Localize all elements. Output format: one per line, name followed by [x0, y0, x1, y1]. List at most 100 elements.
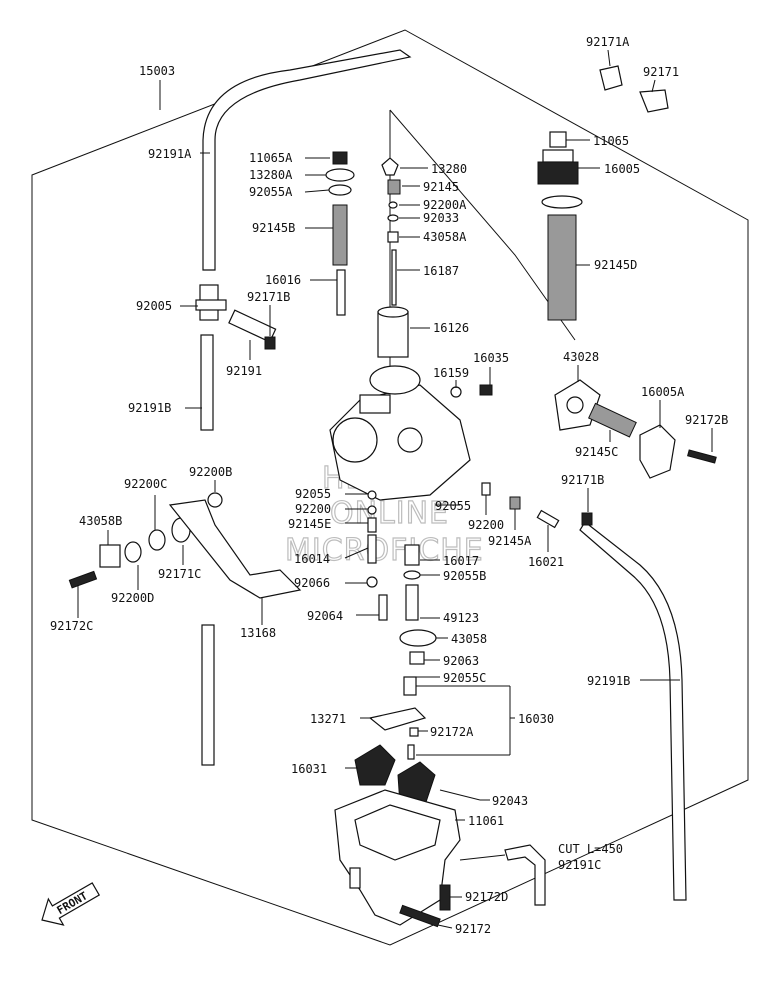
front-arrow-icon: FRONT [41, 882, 101, 926]
label-92066: 92066 [294, 576, 330, 590]
hose-92191C [504, 844, 546, 906]
label-92200A: 92200A [423, 198, 467, 212]
label-16035: 16035 [473, 351, 509, 365]
label-92005: 92005 [136, 299, 172, 313]
part-labels: 15003 92191A 92005 92171B 92191 92191B 9… [50, 35, 728, 936]
plate-13271 [368, 707, 427, 731]
label-92055-a: 92055 [295, 487, 331, 501]
label-92200-b: 92200 [468, 518, 504, 532]
label-92063: 92063 [443, 654, 479, 668]
label-92171: 92171 [643, 65, 679, 79]
rod-16016 [336, 269, 346, 316]
label-16016: 16016 [265, 273, 301, 287]
label-43058B: 43058B [79, 514, 122, 528]
label-92172A: 92172A [430, 725, 474, 739]
leader-lines [77, 49, 713, 929]
clamp-92171B-right [581, 512, 593, 526]
label-92191C: 92191C [558, 858, 601, 872]
spring-92145D [547, 214, 577, 321]
label-16017: 16017 [443, 554, 479, 568]
label-92145B: 92145B [252, 221, 295, 235]
label-16005: 16005 [604, 162, 640, 176]
screw-92172D [439, 884, 451, 911]
label-92145: 92145 [423, 180, 459, 194]
label-92200B: 92200B [189, 465, 232, 479]
label-16030: 16030 [518, 712, 554, 726]
label-92171B-right: 92171B [561, 473, 604, 487]
spring-92145B [332, 204, 348, 266]
label-cut-length: CUT L=450 [558, 842, 623, 856]
cable-joint-92005 [195, 284, 227, 321]
screw-92200 [481, 482, 491, 496]
carburetor-body [329, 365, 471, 501]
cap-11065 [537, 131, 583, 209]
screw-92172B [687, 449, 717, 464]
label-13168: 13168 [240, 626, 276, 640]
left-tube-lower [201, 624, 215, 766]
label-92064: 92064 [307, 609, 343, 623]
float-16031 [354, 744, 436, 806]
label-92043: 92043 [492, 794, 528, 808]
label-11065A: 11065A [249, 151, 293, 165]
screw-92145A [509, 496, 521, 510]
throttle-cable-upper [202, 49, 412, 271]
label-92055B: 92055B [443, 569, 486, 583]
label-92191: 92191 [226, 364, 262, 378]
label-11065: 11065 [593, 134, 629, 148]
label-13280: 13280 [431, 162, 467, 176]
label-92191A: 92191A [148, 147, 192, 161]
cap-stack-left [325, 151, 355, 196]
label-92191B-right: 92191B [587, 674, 630, 688]
label-43058: 43058 [451, 632, 487, 646]
label-92191B: 92191B [128, 401, 171, 415]
label-49123: 49123 [443, 611, 479, 625]
label-92033: 92033 [423, 211, 459, 225]
float-chamber-11061 [334, 789, 461, 926]
spring-92145C [588, 402, 637, 438]
clamps-top-right [599, 65, 669, 113]
label-43028: 43028 [563, 350, 599, 364]
label-92171C: 92171C [158, 567, 201, 581]
label-43058A: 43058A [423, 230, 467, 244]
short-hose-92191 [228, 309, 277, 350]
label-92200C: 92200C [124, 477, 167, 491]
label-92171A: 92171A [586, 35, 630, 49]
label-13271: 13271 [310, 712, 346, 726]
label-13280A: 13280A [249, 168, 293, 182]
needle-valve [407, 744, 415, 760]
label-92145C: 92145C [575, 445, 618, 459]
label-92171B: 92171B [247, 290, 290, 304]
jets-column [366, 490, 437, 696]
label-92055A: 92055A [249, 185, 293, 199]
screw-92172 [399, 904, 441, 928]
label-92172B: 92172B [685, 413, 728, 427]
label-11061: 11061 [468, 814, 504, 828]
screw-16035 [479, 384, 493, 396]
label-16021: 16021 [528, 555, 564, 569]
bracket-13168 [168, 499, 302, 599]
center-small-parts [381, 157, 401, 306]
screw-92172A-part [409, 727, 419, 737]
screw-16021 [536, 509, 560, 529]
label-16014: 16014 [294, 552, 330, 566]
label-92055-b: 92055 [435, 499, 471, 513]
label-92172C: 92172C [50, 619, 93, 633]
label-16031: 16031 [291, 762, 327, 776]
svg-text:ONLINE: ONLINE [330, 496, 449, 531]
right-cable-92191B [579, 521, 687, 901]
svg-text:MICROFICHE: MICROFICHE [285, 533, 484, 568]
label-92200-a: 92200 [295, 502, 331, 516]
choke-lever-16005A [639, 424, 676, 479]
choke-cover-43028 [554, 379, 601, 431]
inner-boundary [389, 109, 576, 341]
label-92145E: 92145E [288, 517, 331, 531]
left-tube-92191B [200, 334, 214, 431]
outer-boundary [31, 29, 749, 946]
label-92200D: 92200D [111, 591, 154, 605]
throttle-valve-16126 [377, 306, 409, 358]
label-16159: 16159 [433, 366, 469, 380]
label-16187: 16187 [423, 264, 459, 278]
label-16005A: 16005A [641, 385, 685, 399]
nut-16159 [450, 386, 462, 398]
